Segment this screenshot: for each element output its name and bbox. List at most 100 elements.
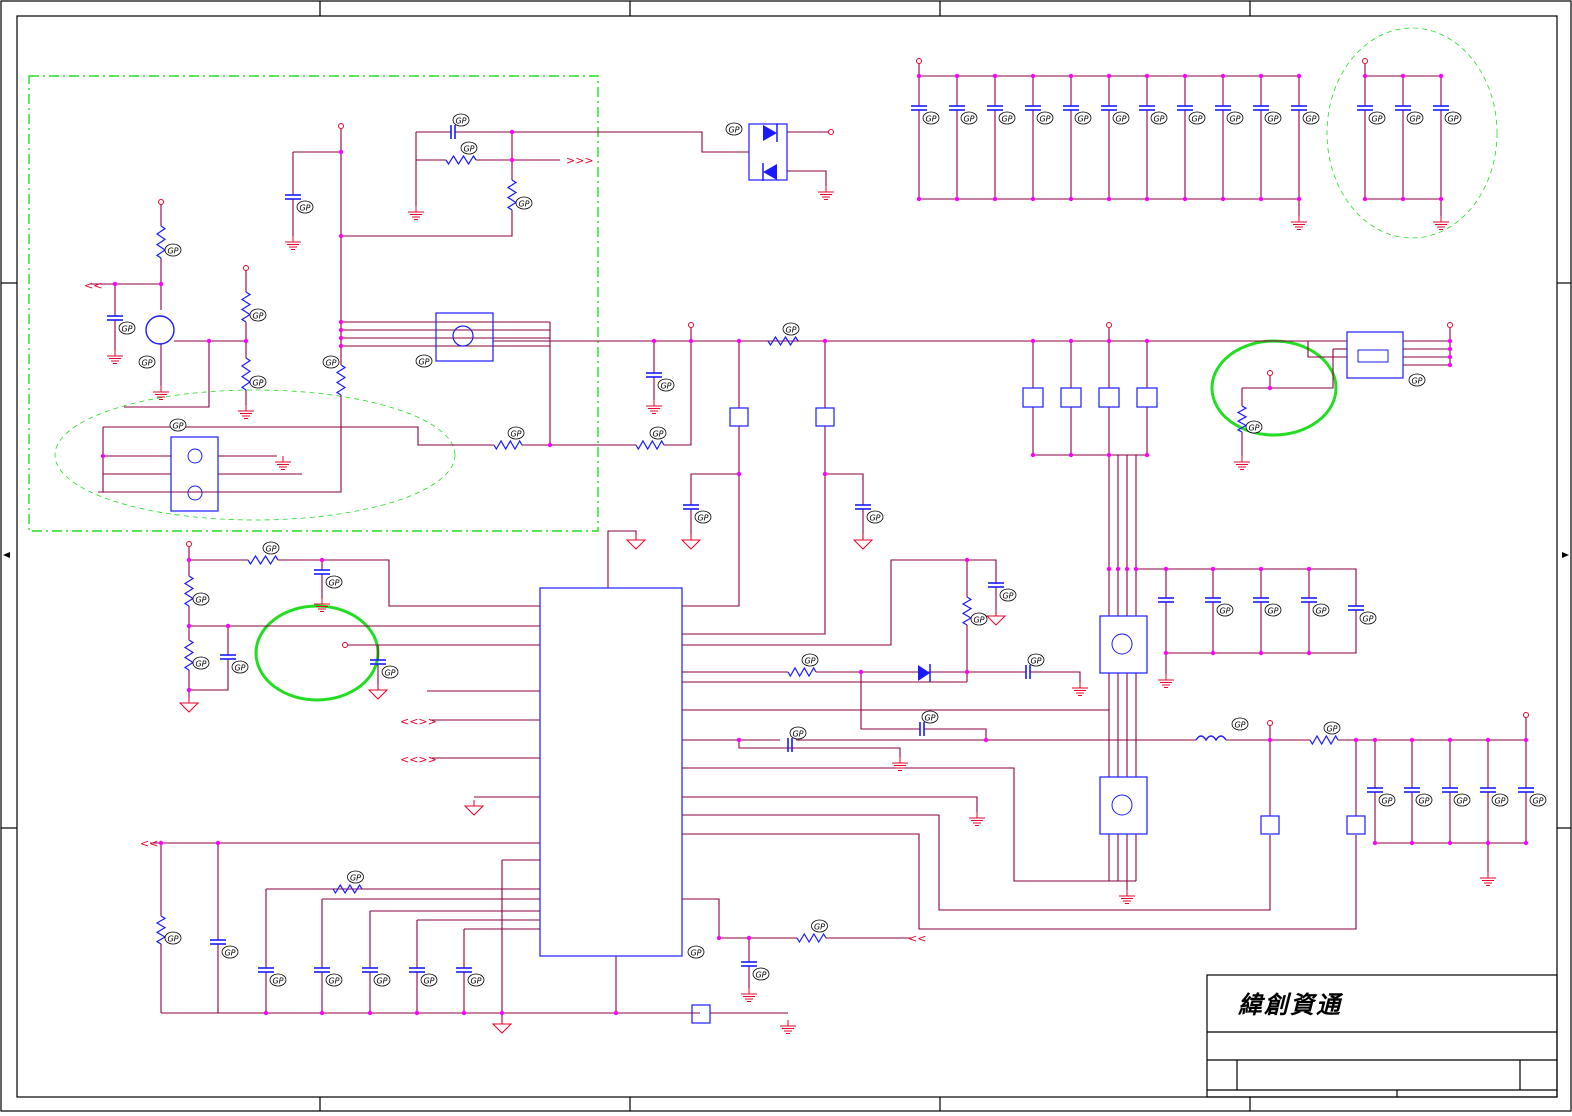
junction-dot [1133, 566, 1139, 572]
part-label: GP [1408, 373, 1426, 387]
part-label: GP [1226, 111, 1244, 125]
part-label: GP [1323, 721, 1341, 735]
offpage-connector: << [908, 932, 926, 945]
wire [664, 341, 692, 446]
part-label-badge [811, 919, 828, 933]
part-label-text: GP [350, 874, 361, 883]
part-label: GP [192, 592, 210, 606]
junction-dot [158, 840, 164, 846]
part-label-badge [1302, 111, 1320, 125]
offpage-connector: << [84, 279, 102, 292]
junction-dot [1447, 338, 1453, 344]
component-box [1136, 387, 1158, 408]
junctions [100, 73, 1529, 1016]
power-port [338, 123, 344, 129]
junction-dot [1447, 840, 1453, 846]
part-label-badge [1264, 111, 1282, 125]
resistor-symbol [155, 225, 167, 259]
part-label-text: GP [518, 200, 529, 209]
junction-dot [263, 1010, 269, 1016]
junction-dot [688, 338, 694, 344]
part-label-text: GP [804, 657, 815, 666]
junction-dot [225, 623, 231, 629]
part-label: GP [269, 973, 287, 987]
resistor-symbol [961, 596, 973, 626]
part-label-text: GP [234, 664, 245, 673]
inductor-symbol [1195, 735, 1227, 742]
junction-dot [983, 737, 989, 743]
part-label-badge [381, 665, 399, 679]
part-label-text: GP [1002, 592, 1013, 601]
part-label-badge [1074, 111, 1092, 125]
wire [682, 559, 997, 646]
part-label-badge [192, 592, 210, 606]
junction-dot [1372, 737, 1378, 743]
part-label-badge [1264, 603, 1282, 617]
part-label: GP [725, 122, 743, 136]
part-label: GP [415, 354, 433, 368]
wire [690, 426, 740, 505]
part-label: GP [970, 612, 988, 626]
part-label-badge [694, 510, 712, 524]
wire [124, 341, 210, 408]
junction-dot [1068, 196, 1074, 202]
junction-dot [1106, 566, 1112, 572]
part-label: GP [325, 575, 343, 589]
wire [103, 395, 342, 493]
junction-dot [954, 196, 960, 202]
wire [1365, 198, 1442, 216]
power-port [1362, 58, 1368, 64]
component-box [691, 1004, 711, 1024]
part-label-text: GP [470, 977, 481, 986]
part-label: GP [373, 973, 391, 987]
junction-dot [1106, 196, 1112, 202]
part-label-text: GP [1315, 607, 1326, 616]
junction-dot [822, 338, 828, 344]
part-label-badge [1453, 793, 1471, 807]
junction-dot [338, 233, 344, 239]
resistor-symbol [332, 883, 363, 895]
power-port [1106, 322, 1112, 328]
component-box [170, 436, 219, 512]
part-label-text: GP [1039, 115, 1050, 124]
part-label-badge [373, 973, 391, 987]
wire [1242, 349, 1334, 389]
junction-dot [547, 442, 553, 448]
part-label: GP [262, 541, 280, 555]
part-label-text: GP [728, 126, 739, 135]
part-label-badge [1150, 111, 1168, 125]
part-label-badge [249, 375, 267, 389]
ground-symbol [985, 615, 1007, 626]
part-label-badge [325, 973, 343, 987]
junction-dot [1485, 840, 1491, 846]
part-label: GP [1150, 111, 1168, 125]
component-box [729, 407, 749, 427]
wire [188, 547, 248, 561]
offpage-connector: >>> [566, 154, 594, 167]
part-label-text: GP [328, 579, 339, 588]
part-label: GP [1188, 111, 1206, 125]
part-label-badge [515, 196, 533, 210]
part-label-badge [322, 355, 340, 369]
part-label-text: GP [1362, 615, 1373, 624]
part-label: GP [1302, 111, 1320, 125]
part-label-text: GP [1248, 424, 1259, 433]
part-label: GP [782, 322, 800, 336]
part-label-text: GP [1326, 725, 1337, 734]
ground-symbol [852, 539, 874, 550]
part-label: GP [1378, 793, 1396, 807]
part-label: GP [138, 355, 156, 369]
part-label: GP [249, 308, 267, 322]
ground-symbol [463, 805, 485, 816]
junction-dot [954, 73, 960, 79]
wire [682, 767, 1109, 882]
part-label-text: GP [1381, 797, 1392, 806]
junction-dot [1182, 73, 1188, 79]
part-label: GP [1491, 793, 1509, 807]
junction-dot [964, 557, 970, 563]
junction-dot [716, 935, 722, 941]
part-label-badge [1529, 793, 1547, 807]
part-label-text: GP [1153, 115, 1164, 124]
part-label-text: GP [869, 514, 880, 523]
wire [682, 796, 978, 812]
